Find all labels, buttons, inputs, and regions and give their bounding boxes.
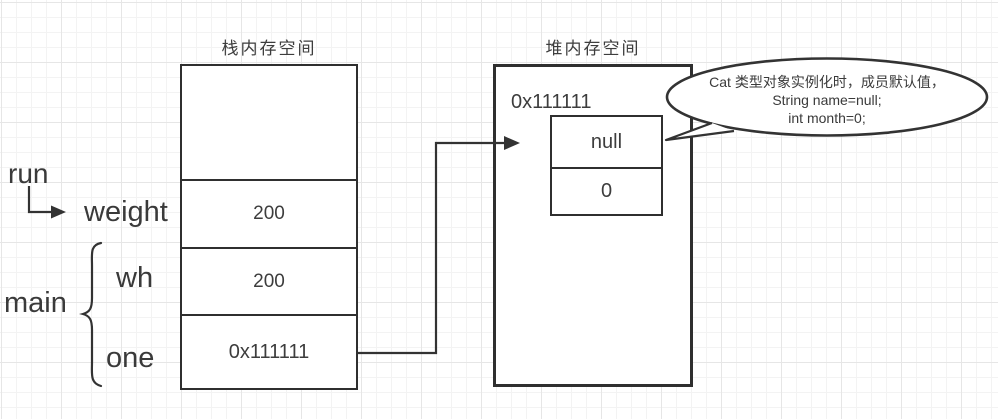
stack-memory-box: 200 200 0x111111 xyxy=(180,64,358,390)
object-field-month: 0 xyxy=(552,167,661,214)
stack-cell-empty xyxy=(182,66,356,179)
variable-label-wh: wh xyxy=(116,262,154,294)
callout-line-1: Cat 类型对象实例化时，成员默认值， xyxy=(709,74,945,90)
stack-cell-one: 0x111111 xyxy=(182,314,356,388)
callout-line-2: String name=null; xyxy=(772,92,882,108)
run-flow-arrow-icon xyxy=(27,186,66,219)
callout-bubble xyxy=(664,57,989,142)
main-scope-brace-icon xyxy=(79,241,103,388)
callout-line-3: int month=0; xyxy=(788,110,866,126)
variable-label-weight: weight xyxy=(84,196,168,228)
callout-text: Cat 类型对象实例化时，成员默认值， String name=null; in… xyxy=(671,73,983,127)
heap-object-box: null 0 xyxy=(550,115,663,216)
stack-cell-wh: 200 xyxy=(182,247,356,314)
stack-cell-weight: 200 xyxy=(182,179,356,247)
run-frame-label: run xyxy=(8,158,49,189)
heap-object-address: 0x111111 xyxy=(511,91,592,113)
variable-label-one: one xyxy=(106,342,155,374)
stack-memory-title: 栈内存空间 xyxy=(221,39,317,58)
object-field-name: null xyxy=(590,130,623,153)
heap-memory-title: 堆内存空间 xyxy=(545,39,641,58)
main-frame-label: main xyxy=(4,287,67,319)
